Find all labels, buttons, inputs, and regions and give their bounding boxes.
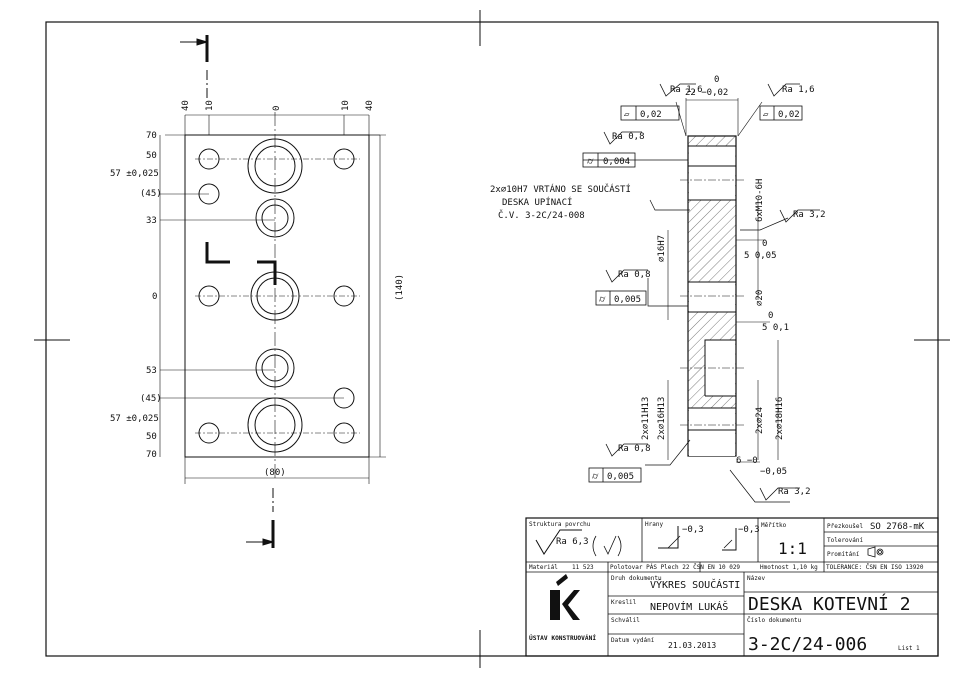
left-dim: 0 <box>152 292 157 302</box>
edge-b: −0,3 <box>738 525 760 535</box>
institute-name: ÚSTAV KONSTRUOVÁNÍ <box>529 633 596 642</box>
type-label: Druh dokumentu <box>611 575 662 582</box>
cylindricity-symbol: ⌭ <box>599 295 606 305</box>
left-dim: 70 <box>146 450 157 460</box>
tol-value: 0,005 <box>607 472 634 482</box>
small-dim: −0,05 <box>760 467 787 477</box>
ra-label: Ra 1,6 <box>670 85 703 95</box>
material-value: 11 523 <box>572 564 594 571</box>
scale-label: Měřítko <box>761 522 787 529</box>
left-dim: (45) <box>140 394 162 404</box>
surface-label: Struktura povrchu <box>529 521 591 528</box>
dia-label: 6xM10-6H <box>755 179 765 222</box>
approver-label: Přezkoušel <box>827 523 864 530</box>
left-dim: 57 ±0,025 <box>110 169 159 179</box>
top-dim: 40 <box>181 100 191 111</box>
edge-a: −0,3 <box>682 525 704 535</box>
top-dim: 10 <box>341 100 351 111</box>
checked-label: Schválil <box>611 617 640 624</box>
docnum-value: 3-2C/24-006 <box>748 634 867 655</box>
left-dim: 57 ±0,025 <box>110 414 159 424</box>
part-name: DESKA KOTEVNÍ 2 <box>748 593 911 615</box>
left-dim: (45) <box>140 189 162 199</box>
left-dim: 53 <box>146 366 157 376</box>
blank-text: Polotovar PÁS Plech 22 ČSN EN 10 029 <box>610 564 740 571</box>
author-label: Kreslil <box>611 599 637 606</box>
front-view-dimensions: 40 10 0 10 40 70 50 57 ±0,025 (45) 33 0 … <box>110 100 405 478</box>
dia-label: 2x⌀11H13 <box>641 397 651 440</box>
small-dim: 5 0,05 <box>744 251 777 261</box>
dia-label: ⌀16H7 <box>657 235 667 262</box>
hole-pattern <box>198 138 355 453</box>
flatness-symbol: ▱ <box>763 110 769 120</box>
ra-label: Ra 0,8 <box>618 270 651 280</box>
tolerance-frames <box>582 83 820 501</box>
projection-label: Promítání <box>827 551 860 558</box>
cylindricity-symbol: ⌭ <box>592 472 599 482</box>
title-block <box>525 517 939 657</box>
date-value: 21.03.2013 <box>668 641 716 650</box>
flatness-symbol: ▱ <box>624 110 630 120</box>
flatness-value-right: 0,02 <box>778 110 800 120</box>
tolerance-label: Tolerování <box>827 537 864 544</box>
edges-label: Hrany <box>645 521 663 528</box>
date-label: Datum vydání <box>611 637 655 644</box>
cylindricity-symbol: ⌭ <box>587 157 594 167</box>
ra-label: Ra 3,2 <box>793 210 826 220</box>
surface-ra: Ra 6,3 <box>556 537 589 547</box>
left-dim: 50 <box>146 432 157 442</box>
left-dim: 70 <box>146 131 157 141</box>
material-label: Materiál <box>529 564 558 571</box>
note-line: Č.V. 3-2C/24-008 <box>498 209 585 221</box>
top-dim: 10 <box>205 100 215 111</box>
ra-label: Ra 3,2 <box>778 487 811 497</box>
thickness-tol: 22 −0,02 <box>685 88 728 98</box>
author-value: NEPOVÍM LUKÁŠ <box>650 600 728 613</box>
width-dim: (80) <box>264 468 286 478</box>
front-view <box>159 35 386 548</box>
scale-value: 1:1 <box>778 539 807 558</box>
mass-text: Hmotnost 1,10 kg <box>760 564 818 571</box>
title-block-text: Struktura povrchu Ra 6,3 Hrany −0,3 −0,3… <box>529 521 925 655</box>
ra-label: Ra 1,6 <box>782 85 815 95</box>
tol-value: 0,004 <box>603 157 630 167</box>
dia-label: ⌀20 <box>755 290 765 306</box>
small-dim: 5 0,1 <box>762 323 789 333</box>
flatness-value-left: 0,02 <box>640 110 662 120</box>
dia-label: 2x⌀18H16 <box>775 397 785 440</box>
dia-label: 2x⌀24 <box>755 407 765 434</box>
drawing-frame <box>34 10 950 668</box>
dia-label: 2x⌀16H13 <box>657 397 667 440</box>
top-dim: 0 <box>272 106 282 111</box>
top-dim: 40 <box>365 100 375 111</box>
type-value: VÝKRES SOUČÁSTI <box>650 578 740 591</box>
tol-value: 0,005 <box>614 295 641 305</box>
name-label: Název <box>747 575 765 582</box>
note-line: DESKA UPÍNACÍ <box>502 196 572 208</box>
approver-value: SO 2768-mK <box>870 522 925 532</box>
left-dim: 50 <box>146 151 157 161</box>
section-view <box>583 98 790 503</box>
docnum-label: Číslo dokumentu <box>747 617 802 624</box>
note-line: 2x⌀10H7 VRTÁNO SE SOUČÁSTÍ <box>490 183 631 195</box>
left-dim: 33 <box>146 216 157 226</box>
sheet-label: List 1 <box>898 645 920 652</box>
ra-label: Ra 0,8 <box>612 132 645 142</box>
thickness-tol-upper: 0 <box>714 75 719 85</box>
small-dim: 6 −0 <box>736 456 758 466</box>
standard-text: TOLERANCE: ČSN EN ISO 13920 <box>826 564 924 571</box>
ra-label: Ra 0,8 <box>618 444 651 454</box>
small-dim: 0 <box>768 311 773 321</box>
height-dim: (140) <box>395 274 405 301</box>
small-dim: 0 <box>762 239 767 249</box>
section-view-labels: Ra 1,6 Ra 1,6 Ra 0,8 Ra 3,2 Ra 0,8 Ra 0,… <box>490 75 826 497</box>
ustav-konstruovani-logo <box>550 574 580 620</box>
